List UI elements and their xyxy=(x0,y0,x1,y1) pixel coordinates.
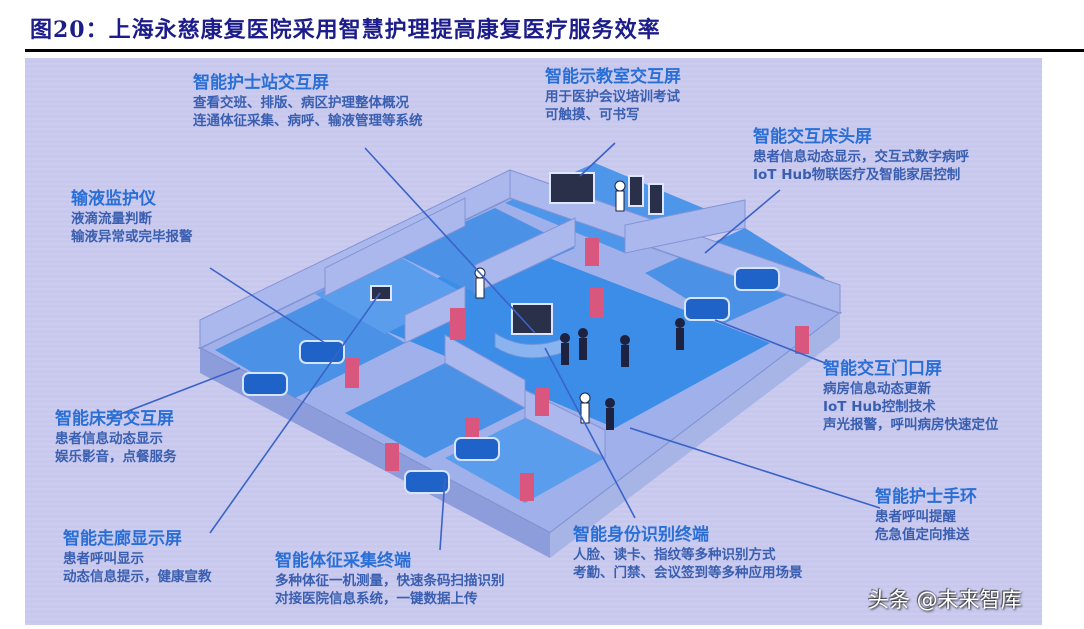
callout-line: 输液异常或完毕报警 xyxy=(71,229,193,245)
callout-line: IoT Hub物联医疗及智能家居控制 xyxy=(753,167,961,183)
callout-line: 人脸、读卡、指纹等多种识别方式 xyxy=(573,547,776,563)
watermark: 头条 @未来智库 xyxy=(868,588,1022,612)
ward-illustration: 智能护士站交互屏 查看交班、排版、病区护理整体概况 连通体征采集、病呼、输液管理… xyxy=(25,58,1042,625)
callout-line: 考勤、门禁、会议签到等多种应用场景 xyxy=(573,565,803,581)
callout-line: IoT Hub控制技术 xyxy=(823,399,936,415)
callout-title: 智能身份识别终端 xyxy=(573,525,709,545)
callout-title: 智能体征采集终端 xyxy=(275,551,411,571)
callout-title: 智能护士手环 xyxy=(875,487,977,507)
callout-id-terminal: 智能身份识别终端 人脸、读卡、指纹等多种识别方式 考勤、门禁、会议签到等多种应用… xyxy=(573,524,803,582)
title-divider xyxy=(25,49,1084,52)
callout-line: 患者信息动态显示，交互式数字病呼 xyxy=(753,149,969,165)
callout-line: 患者信息动态显示 xyxy=(55,431,163,447)
isometric-ward-floorplan xyxy=(109,142,881,558)
callout-door-screen: 智能交互门口屏 病房信息动态更新 IoT Hub控制技术 声光报警，呼叫病房快速… xyxy=(823,358,999,434)
callout-line: 动态信息提示，健康宣教 xyxy=(63,569,212,585)
callout-title: 智能走廊显示屏 xyxy=(63,529,182,549)
callout-title: 智能示教室交互屏 xyxy=(545,67,681,87)
callout-title: 智能交互床头屏 xyxy=(753,127,872,147)
callout-line: 娱乐影音，点餐服务 xyxy=(55,449,177,465)
callout-vitals-terminal: 智能体征采集终端 多种体征一机测量，快速条码扫描识别 对接医院信息系统，一键数据… xyxy=(275,550,505,608)
callout-title: 智能交互门口屏 xyxy=(823,359,942,379)
callout-infusion-monitor: 输液监护仪 液滴流量判断 输液异常或完毕报警 xyxy=(71,188,193,246)
callout-line: 连通体征采集、病呼、输液管理等系统 xyxy=(193,113,423,129)
callout-title: 智能护士站交互屏 xyxy=(193,73,329,93)
callout-nurse-station-screen: 智能护士站交互屏 查看交班、排版、病区护理整体概况 连通体征采集、病呼、输液管理… xyxy=(193,72,423,130)
callout-line: 危急值定向推送 xyxy=(875,527,970,543)
callout-line: 液滴流量判断 xyxy=(71,211,152,227)
callout-line: 患者呼叫显示 xyxy=(63,551,144,567)
callout-title: 智能床旁交互屏 xyxy=(55,409,174,429)
callout-line: 查看交班、排版、病区护理整体概况 xyxy=(193,95,409,111)
callout-classroom-screen: 智能示教室交互屏 用于医护会议培训考试 可触摸、可书写 xyxy=(545,66,681,124)
callout-line: 对接医院信息系统，一键数据上传 xyxy=(275,591,478,607)
callout-line: 用于医护会议培训考试 xyxy=(545,89,680,105)
callout-line: 患者呼叫提醒 xyxy=(875,509,956,525)
callout-nurse-bracelet: 智能护士手环 患者呼叫提醒 危急值定向推送 xyxy=(875,486,977,544)
callout-bedside-screen: 智能床旁交互屏 患者信息动态显示 娱乐影音，点餐服务 xyxy=(55,408,177,466)
figure-title: 图20：上海永慈康复医院采用智慧护理提高康复医疗服务效率 xyxy=(30,17,661,43)
callout-title: 输液监护仪 xyxy=(71,189,156,209)
callout-line: 病房信息动态更新 xyxy=(823,381,931,397)
callout-line: 多种体征一机测量，快速条码扫描识别 xyxy=(275,573,505,589)
callout-line: 可触摸、可书写 xyxy=(545,107,640,123)
callout-corridor-screen: 智能走廊显示屏 患者呼叫显示 动态信息提示，健康宣教 xyxy=(63,528,212,586)
callout-line: 声光报警，呼叫病房快速定位 xyxy=(823,417,999,433)
callout-bedhead-screen: 智能交互床头屏 患者信息动态显示，交互式数字病呼 IoT Hub物联医疗及智能家… xyxy=(753,126,969,184)
